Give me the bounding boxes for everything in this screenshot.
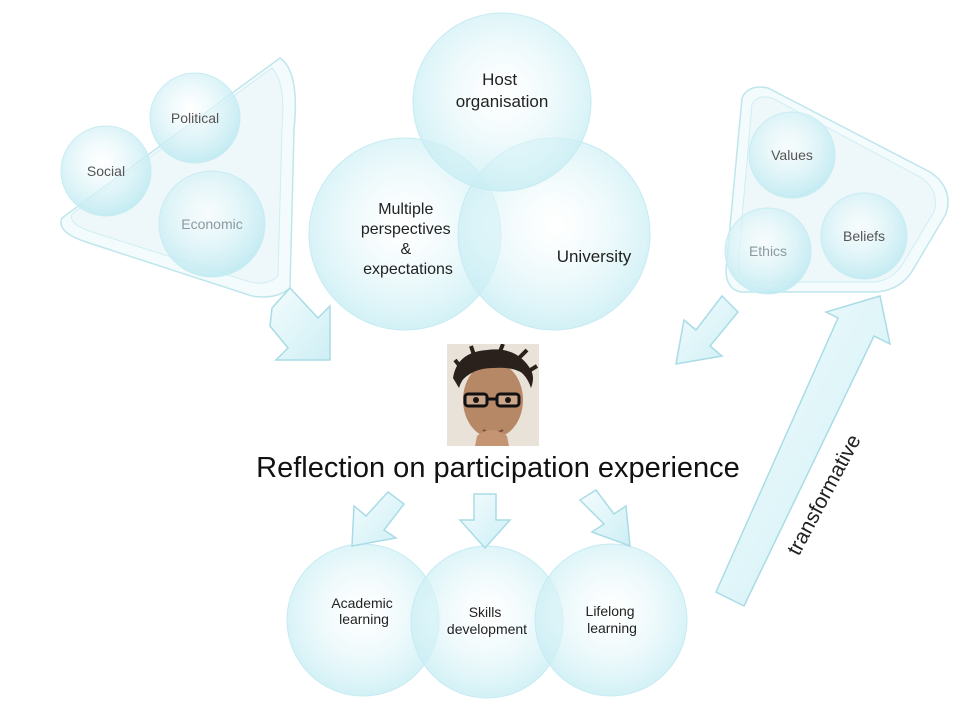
transformative-arrow[interactable] bbox=[715, 295, 892, 608]
economic-label: Economic bbox=[181, 216, 242, 232]
ethics-circle bbox=[724, 207, 812, 295]
social-label: Social bbox=[87, 163, 125, 179]
host-organisation-label: Host organisation bbox=[456, 70, 549, 111]
arrow-to-academic bbox=[351, 490, 406, 547]
economic-circle bbox=[158, 170, 266, 278]
political-label: Political bbox=[171, 110, 219, 126]
skills-development-label: Skills development bbox=[447, 604, 527, 637]
academic-learning-label: Academic learning bbox=[331, 595, 396, 627]
multiple-perspectives-label: Multiple perspectives & expectations bbox=[361, 201, 455, 278]
social-circle bbox=[60, 125, 152, 217]
outcomes-venn: Academic learning Skills development Lif… bbox=[286, 543, 688, 699]
lifelong-learning-label: Lifelong learning bbox=[586, 603, 639, 636]
university-label: University bbox=[557, 247, 632, 266]
arrow-to-lifelong bbox=[578, 488, 631, 548]
reflection-heading: Reflection on participation experience bbox=[256, 452, 740, 484]
values-funnel: Values Beliefs Ethics bbox=[724, 86, 949, 295]
values-circle bbox=[748, 111, 836, 199]
lifelong-learning-circle bbox=[534, 543, 688, 697]
beliefs-circle bbox=[820, 192, 908, 280]
arrow-to-skills bbox=[458, 493, 512, 550]
person-photo bbox=[447, 344, 539, 446]
perspectives-venn: Host organisation Multiple perspectives … bbox=[308, 12, 651, 331]
beliefs-label: Beliefs bbox=[843, 228, 885, 244]
arrow-context-to-reflection bbox=[269, 286, 331, 361]
values-label: Values bbox=[771, 147, 813, 163]
context-funnel: Social Political Economic bbox=[60, 57, 297, 298]
arrows bbox=[269, 286, 892, 608]
host-organisation-circle bbox=[412, 12, 592, 192]
arrow-values-to-reflection bbox=[675, 294, 740, 365]
ethics-label: Ethics bbox=[749, 243, 787, 259]
political-circle bbox=[149, 72, 241, 164]
